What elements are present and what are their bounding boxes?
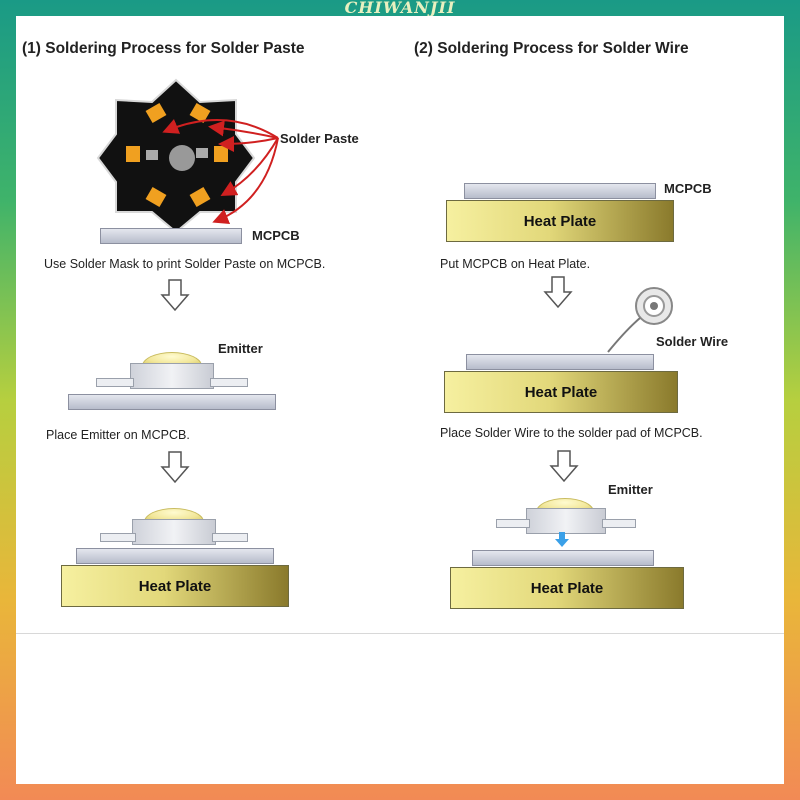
watermark: CHIWANJII	[344, 0, 456, 17]
mcpcb-label: MCPCB	[252, 228, 300, 243]
paste-pad	[189, 186, 211, 208]
down-arrow-icon	[160, 279, 190, 312]
center-pad	[169, 145, 195, 171]
emitter-lead	[100, 533, 136, 542]
heat-plate: Heat Plate	[61, 565, 289, 607]
emitter-lead	[96, 378, 134, 387]
right-step2-caption: Place Solder Wire to the solder pad of M…	[440, 426, 703, 440]
emitter-lead	[210, 378, 248, 387]
emitter-body	[526, 508, 606, 534]
right-step1-caption: Put MCPCB on Heat Plate.	[440, 257, 591, 271]
down-arrow-icon	[160, 451, 190, 484]
heat-plate: Heat Plate	[446, 200, 674, 242]
paste-pad	[145, 102, 167, 124]
mcpcb-board	[76, 548, 274, 564]
heat-plate: Heat Plate	[450, 567, 684, 609]
mcpcb-board	[464, 183, 656, 199]
solder-paste-label: Solder Paste	[280, 131, 359, 146]
solder-paste-arrows	[162, 119, 279, 224]
emitter-lead	[496, 519, 530, 528]
emitter-lead	[212, 533, 248, 542]
solder-wire-label: Solder Wire	[656, 334, 729, 349]
down-arrow-icon	[549, 450, 579, 483]
emitter-label: Emitter	[218, 341, 263, 356]
left-step1-caption: Use Solder Mask to print Solder Paste on…	[44, 257, 326, 271]
paste-pad	[145, 186, 167, 208]
solder-wire-spool-icon	[607, 287, 673, 353]
mcpcb-board	[466, 354, 654, 370]
heat-plate: Heat Plate	[444, 371, 678, 413]
emitter-label: Emitter	[608, 482, 653, 497]
emitter-body	[130, 363, 214, 389]
emitter-body	[132, 519, 216, 545]
bottom-divider	[16, 633, 784, 634]
left-step2-caption: Place Emitter on MCPCB.	[46, 428, 190, 442]
down-arrow-icon	[543, 276, 573, 309]
paste-pad	[126, 146, 140, 162]
right-title: (2) Soldering Process for Solder Wire	[414, 40, 689, 57]
left-title: (1) Soldering Process for Solder Paste	[22, 40, 305, 57]
emitter-lead	[602, 519, 636, 528]
placement-arrow-icon	[555, 532, 569, 547]
paste-pad	[189, 102, 211, 124]
mcpcb-board	[472, 550, 654, 566]
star-mcpcb-illustration	[96, 78, 256, 234]
mcpcb-board	[100, 228, 242, 244]
grey-pad	[146, 150, 158, 160]
grey-pad	[196, 148, 208, 158]
mcpcb-label: MCPCB	[664, 181, 712, 196]
diagram-panel: (1) Soldering Process for Solder Paste S…	[16, 16, 784, 784]
mcpcb-board	[68, 394, 276, 410]
